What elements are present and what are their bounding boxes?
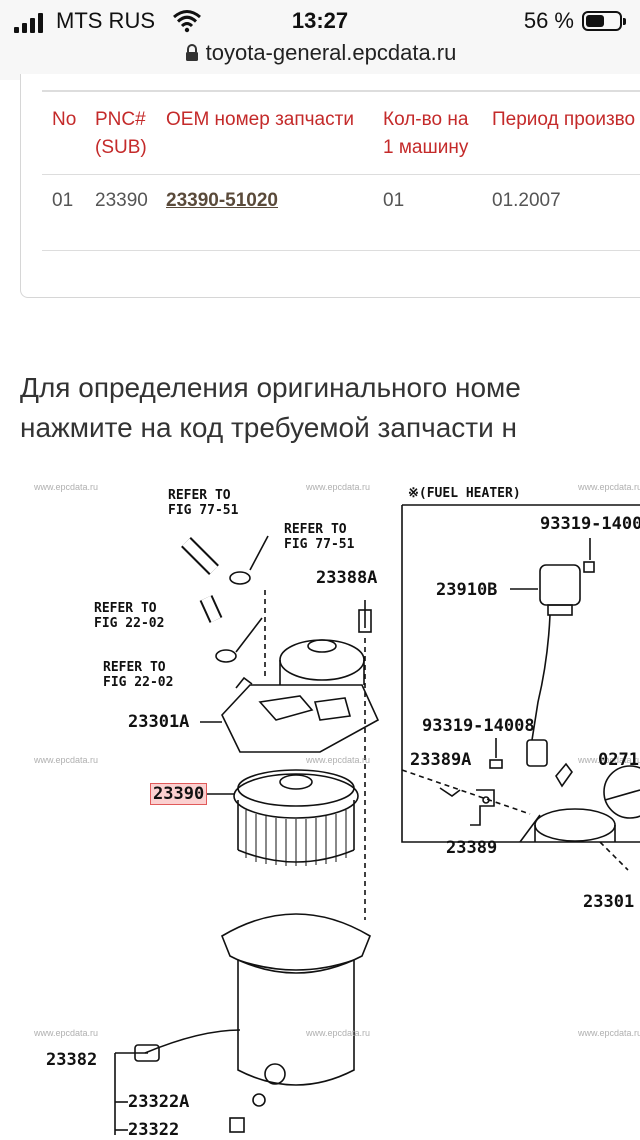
- instruction-line2: нажмите на код требуемой запчасти н: [20, 412, 517, 443]
- watermark: www.epcdata.ru: [306, 482, 371, 492]
- row-divider: [42, 250, 640, 251]
- oem-part-link[interactable]: 23390-51020: [166, 190, 278, 211]
- header-divider: [42, 174, 640, 175]
- header-qty: Кол-во на 1 машину: [383, 106, 468, 162]
- watermark: www.epcdata.ru: [34, 482, 99, 492]
- watermark: www.epcdata.ru: [34, 755, 99, 765]
- part-label-23390-highlighted[interactable]: 23390: [150, 783, 208, 805]
- cell-qty: 01: [383, 190, 405, 211]
- url-text: toyota-general.epcdata.ru: [205, 40, 457, 65]
- carrier-name: MTS RUS: [56, 8, 155, 33]
- instruction-text: Для определения оригинального номе нажми…: [20, 368, 521, 448]
- part-label-23301[interactable]: 23301: [583, 892, 635, 912]
- lock-icon: [185, 44, 198, 61]
- instruction-line1: Для определения оригинального номе: [20, 372, 521, 403]
- watermark: www.epcdata.ru: [578, 1028, 640, 1038]
- header-period: Период произво: [492, 109, 636, 130]
- part-label-93319-14008[interactable]: 93319-14008: [422, 716, 535, 736]
- address-bar[interactable]: toyota-general.epcdata.ru: [0, 40, 640, 66]
- battery-percent: 56 %: [523, 8, 574, 33]
- header-no: No: [52, 109, 77, 130]
- parts-diagram[interactable]: www.epcdata.ru www.epcdata.ru www.epcdat…: [0, 470, 640, 1140]
- watermark: www.epcdata.ru: [306, 755, 371, 765]
- wifi-icon: [173, 10, 201, 33]
- header-oem: OEM номер запчасти: [166, 109, 354, 130]
- battery-icon: [582, 11, 626, 31]
- table-top-divider: [42, 90, 640, 92]
- part-label-23301a[interactable]: 23301A: [128, 712, 190, 732]
- watermark: www.epcdata.ru: [306, 1028, 371, 1038]
- part-label-23389a[interactable]: 23389A: [410, 750, 472, 770]
- clock: 13:27: [291, 8, 349, 33]
- watermark: www.epcdata.ru: [578, 755, 640, 765]
- header-qty-line1: Кол-во на: [383, 109, 469, 130]
- parts-table-card: [20, 74, 640, 298]
- signal-strength-icon: [14, 13, 48, 33]
- part-label-23389[interactable]: 23389: [446, 838, 498, 858]
- status-bar: MTS RUS 13:27 56 % toyota-general.epcdat…: [0, 0, 640, 80]
- part-label-93319-1400[interactable]: 93319-1400: [540, 514, 640, 534]
- part-label-23910b[interactable]: 23910B: [436, 580, 498, 600]
- cell-pnc: 23390: [95, 190, 148, 211]
- part-label-23382[interactable]: 23382: [46, 1050, 98, 1070]
- cell-period: 01.2007: [492, 190, 561, 211]
- header-qty-line2: 1 машину: [383, 137, 469, 158]
- part-label-23322a[interactable]: 23322A: [128, 1092, 190, 1112]
- part-label-23322[interactable]: 23322: [128, 1120, 180, 1140]
- header-pnc: PNC# (SUB): [95, 106, 147, 162]
- header-pnc-line2: (SUB): [95, 137, 147, 158]
- part-label-23388a[interactable]: 23388A: [316, 568, 378, 588]
- cell-no: 01: [52, 190, 74, 211]
- header-pnc-line1: PNC#: [95, 109, 146, 130]
- part-label-0271[interactable]: 0271: [598, 750, 639, 770]
- diagram-drawing: [114, 504, 640, 1135]
- fuel-heater-title: ※(FUEL HEATER): [408, 486, 521, 501]
- watermark: www.epcdata.ru: [578, 482, 640, 492]
- watermark: www.epcdata.ru: [34, 1028, 99, 1038]
